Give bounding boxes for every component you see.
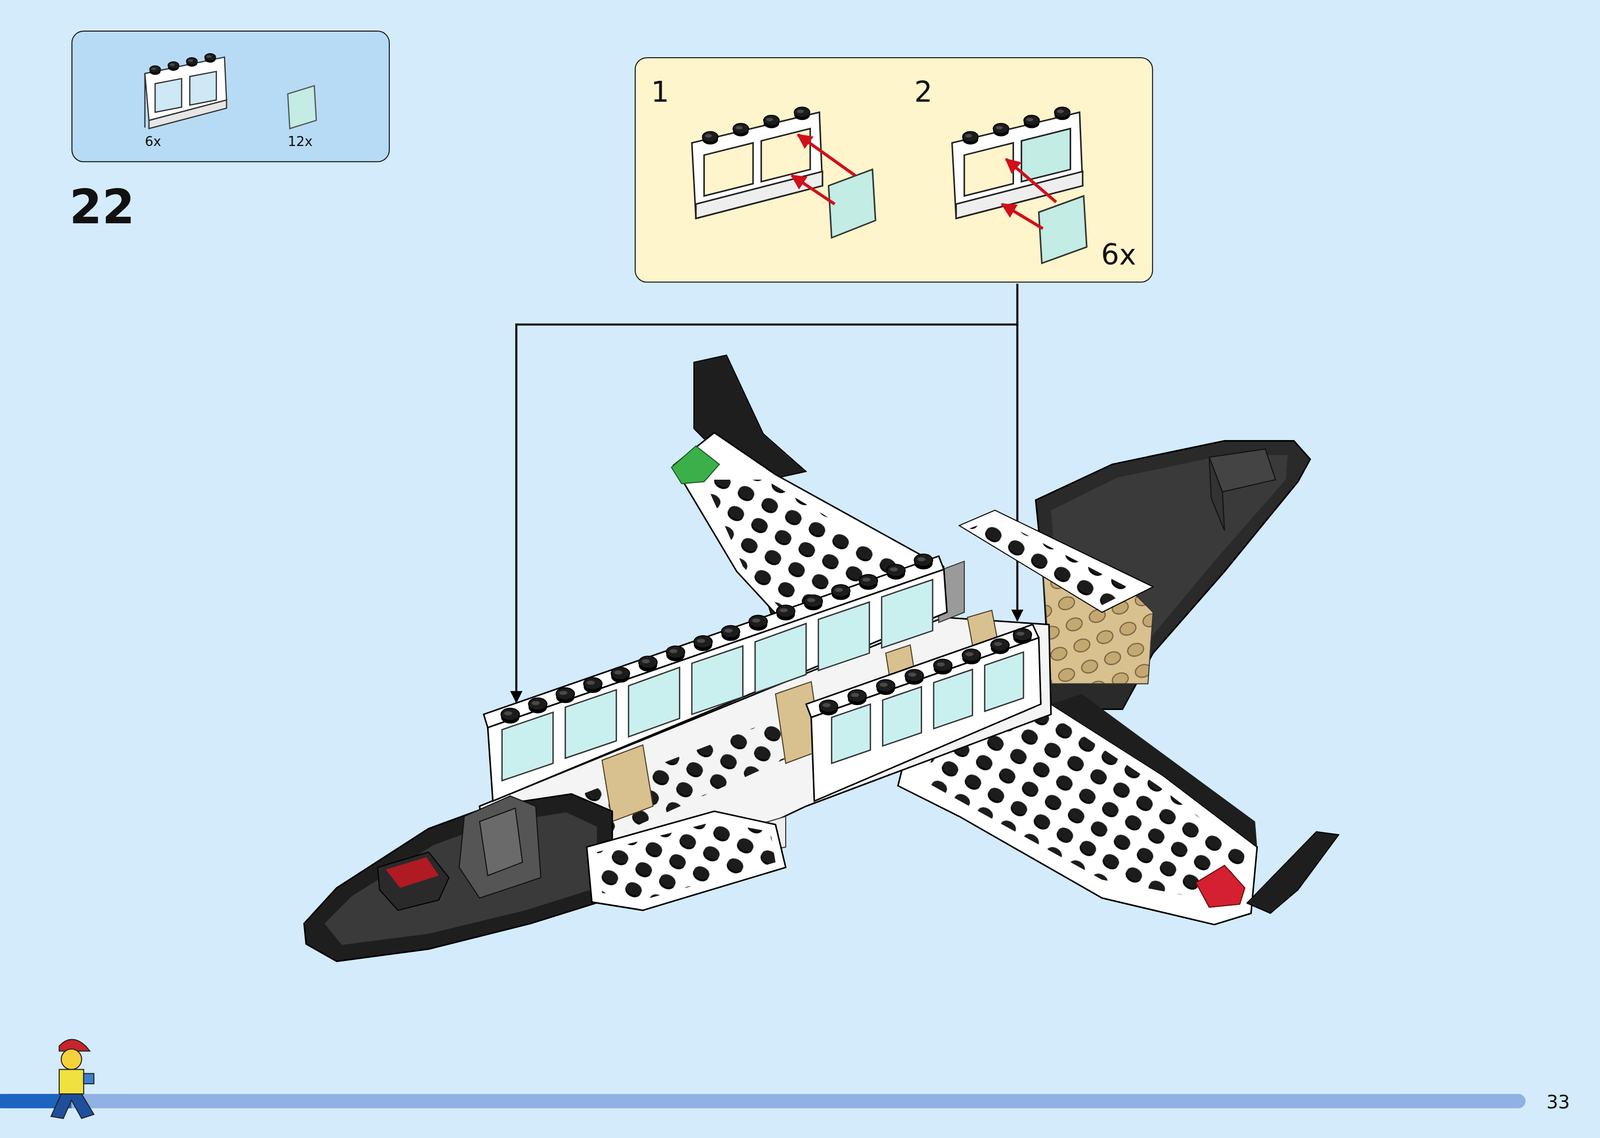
step-number: 22 — [69, 183, 135, 231]
sub-step-number: 2 — [914, 78, 933, 108]
page-number: 33 — [1546, 1092, 1570, 1112]
part-quantity: 12x — [287, 133, 313, 148]
sub-step-number: 1 — [651, 78, 670, 108]
repeat-count: 6x — [1100, 240, 1136, 270]
sub-assembly-callout: 1 2 6x — [634, 57, 1153, 283]
parts-list-box: 6x 12x — [71, 30, 390, 163]
part-quantity: 6x — [144, 133, 162, 148]
